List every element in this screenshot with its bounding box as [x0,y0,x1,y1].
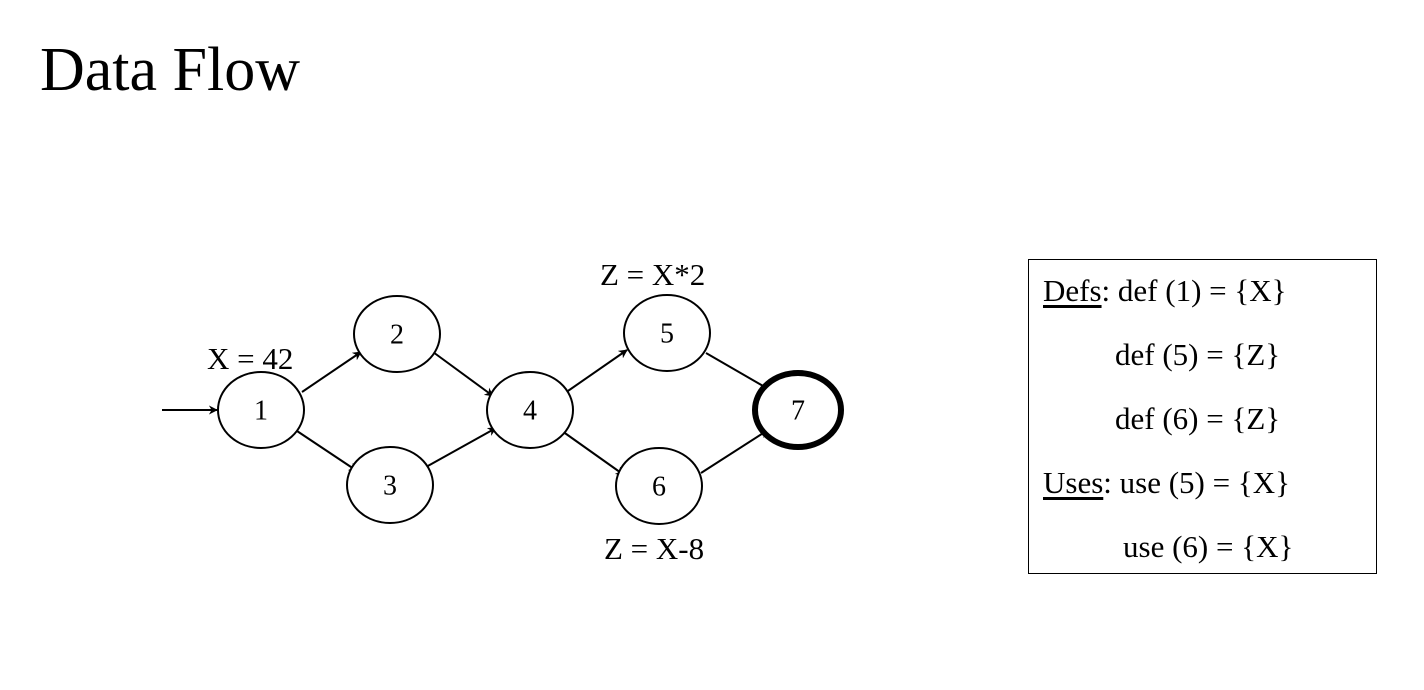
node-2-label: 2 [390,320,404,351]
use-6-line: use (6) = {X} [1123,529,1294,564]
edge-1-2 [301,351,362,393]
node-4-label: 4 [523,396,537,427]
def-1-text: : def (1) = {X} [1101,273,1287,308]
annotation-node-6: Z = X-8 [604,531,704,566]
uses-label: Uses [1043,465,1104,500]
node-4 [486,371,574,449]
annotation-node-5: Z = X*2 [600,257,705,292]
defs-label: Defs [1043,273,1102,308]
annotation-node-1: X = 42 [207,341,293,376]
node-1 [217,371,305,449]
node-6 [615,447,703,525]
def-6-line: def (6) = {Z} [1115,401,1281,436]
edge-1-3 [296,430,358,472]
use-5-text: : use (5) = {X} [1103,465,1290,500]
node-3-label: 3 [383,471,397,502]
edge-3-4 [425,427,497,468]
edge-4-5 [564,349,628,394]
node-1-label: 1 [254,396,268,427]
page-title: Data Flow [40,36,301,104]
node-6-label: 6 [652,472,666,503]
node-7-final [752,370,844,450]
edge-6-7 [700,429,769,474]
edge-2-4 [432,351,494,397]
def-1-line: Defs: def (1) = {X} [1043,273,1287,309]
node-7-label: 7 [791,396,805,427]
node-2 [353,295,441,373]
edge-5-7 [705,352,771,391]
def-5-line: def (5) = {Z} [1115,337,1281,372]
node-5-label: 5 [660,319,674,350]
node-3 [346,446,434,524]
edge-4-6 [561,430,625,476]
node-5 [623,294,711,372]
use-5-line: Uses: use (5) = {X} [1043,465,1290,501]
defs-uses-box: Defs: def (1) = {X} def (5) = {Z} def (6… [1028,259,1377,574]
